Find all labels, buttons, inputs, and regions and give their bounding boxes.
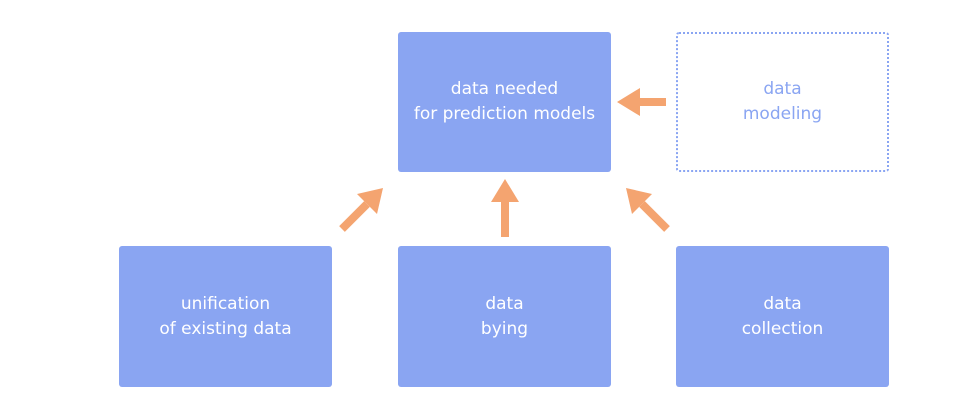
node-label-line-2: modeling	[742, 104, 823, 124]
node-data-bying: data bying	[398, 246, 611, 387]
arrow-collection-to-target	[626, 188, 670, 232]
node-label-line-2: for prediction models	[413, 104, 596, 124]
node-label-line-1: data	[763, 293, 802, 314]
node-data-needed-for-prediction-models: data needed for prediction models	[398, 32, 611, 172]
node-label-line-2: bying	[480, 318, 529, 339]
node-label-line-1: data	[485, 293, 524, 314]
node-label-line-2: of existing data	[159, 318, 292, 339]
node-label-line-2: collection	[741, 318, 824, 339]
node-label-line-1: data	[763, 79, 802, 99]
node-label-line-1: data needed	[450, 79, 559, 99]
node-label-line-1: unification	[180, 293, 271, 314]
node-data-modeling: data modeling	[676, 32, 889, 172]
arrow-buying-to-target	[491, 179, 519, 237]
node-unification-of-existing-data: unification of existing data	[119, 246, 332, 387]
arrow-unify-to-target	[339, 188, 383, 232]
node-data-collection: data collection	[676, 246, 889, 387]
arrow-modeling-to-target	[617, 88, 666, 116]
